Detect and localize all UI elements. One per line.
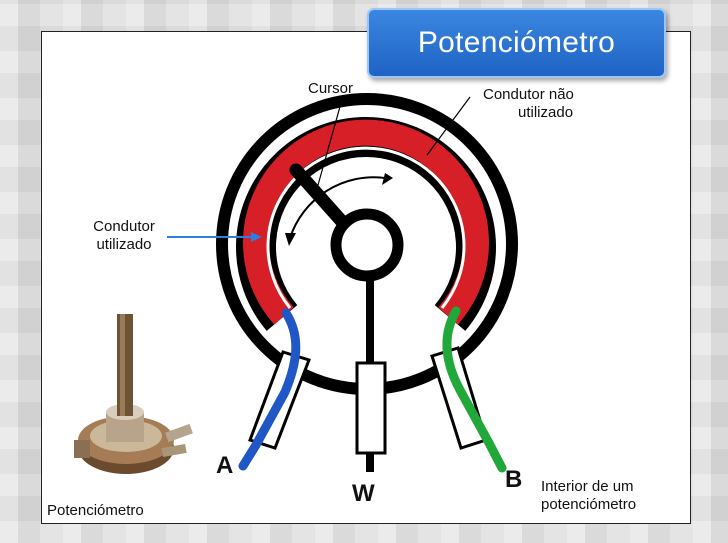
terminal-w-housing (355, 361, 387, 455)
arrowhead-counterclockwise (285, 233, 296, 246)
arrowhead-clockwise (382, 173, 393, 185)
photo-caption: Potenciómetro (47, 502, 144, 519)
wiper-arm (289, 163, 352, 232)
interior-caption: Interior de um potenciómetro (541, 478, 636, 514)
terminal-b-label: B (505, 466, 523, 493)
interior-caption-line-1: Interior de um (541, 478, 634, 495)
lead-a (238, 308, 301, 471)
rotation-arc (289, 176, 386, 239)
terminal-b-housing (430, 346, 488, 450)
resistive-track (243, 119, 489, 325)
center-hub (330, 208, 404, 282)
used-conductor-arrowhead (251, 232, 262, 242)
unused-conductor-pointer-line (426, 96, 471, 156)
used-conductor-line-2: utilizado (96, 236, 152, 253)
interior-caption-line-2: potenciómetro (541, 496, 637, 513)
unused-conductor-line-1: Condutor não (483, 86, 574, 103)
lead-b (442, 306, 507, 473)
used-conductor-label: Condutor utilizado (84, 218, 164, 254)
terminal-a-label: A (216, 452, 234, 479)
potentiometer-photo (44, 312, 214, 492)
used-conductor-line-1: Condutor (93, 218, 155, 235)
terminal-w-label: W (352, 480, 375, 507)
slide-title: Potenciómetro (367, 8, 666, 78)
cursor-pointer-line (317, 95, 344, 186)
unused-conductor-label: Condutor não utilizado (483, 86, 574, 122)
track-inner-edge (266, 146, 466, 309)
cursor-label: Cursor (308, 80, 354, 97)
unused-conductor-line-2: utilizado (518, 104, 574, 121)
